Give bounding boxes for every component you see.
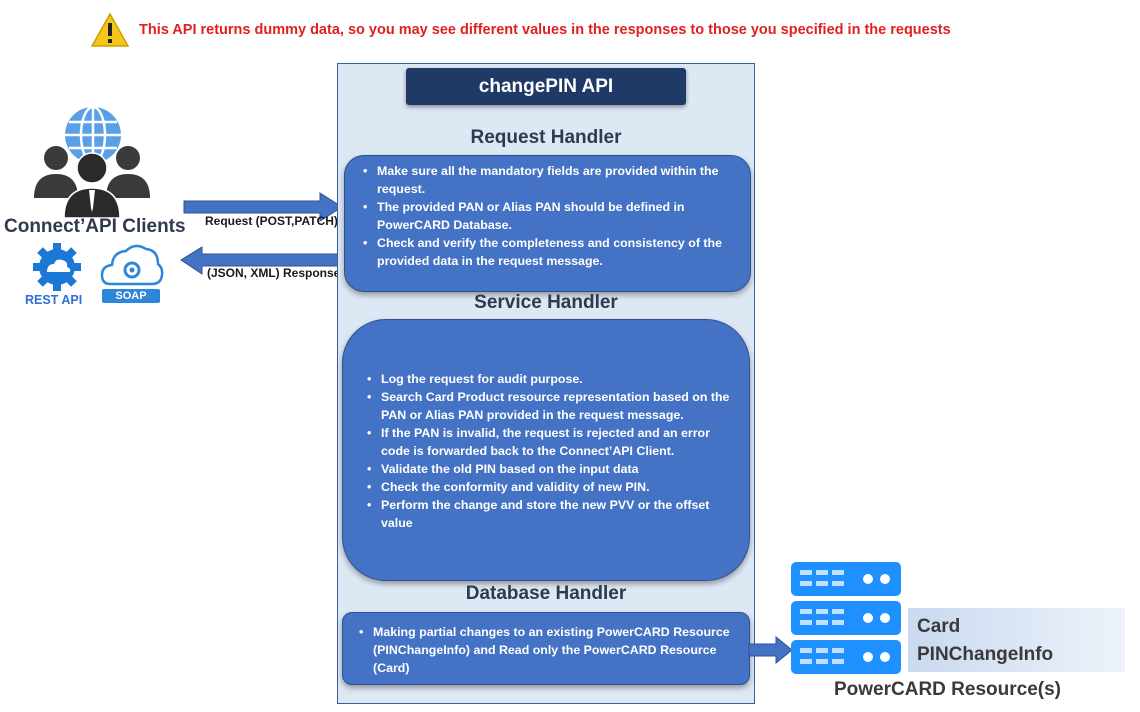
list-item: Check the conformity and validity of new… <box>365 478 739 496</box>
database-handler-heading: Database Handler <box>465 583 627 604</box>
resources-caption: PowerCARD Resource(s) <box>834 679 1061 700</box>
database-handler-box: Making partial changes to an existing Po… <box>342 612 750 685</box>
list-item: Validate the old PIN based on the input … <box>365 460 739 478</box>
resource-list-panel <box>908 608 1125 672</box>
request-handler-box: Make sure all the mandatory fields are p… <box>344 155 751 292</box>
list-item: Log the request for audit purpose. <box>365 370 739 388</box>
list-item: Check and verify the completeness and co… <box>361 234 740 270</box>
list-item: Search Card Product resource representat… <box>365 388 739 424</box>
response-arrow <box>180 246 341 275</box>
list-item: Making partial changes to an existing Po… <box>357 623 735 677</box>
response-arrow-label: (JSON, XML) Response <box>207 266 341 280</box>
list-item: Make sure all the mandatory fields are p… <box>361 162 740 198</box>
globe-icon <box>65 105 121 165</box>
server-rack-icon <box>791 562 901 674</box>
rest-api-gear-icon <box>33 243 81 291</box>
warning-message: This API returns dummy data, so you may … <box>139 22 951 38</box>
clients-label: Connect’API Clients <box>4 216 186 237</box>
request-arrow-label: Request (POST,PATCH) <box>205 214 338 228</box>
request-handler-heading: Request Handler <box>470 127 622 148</box>
resource-item-pinchangeinfo: PINChangeInfo <box>917 644 1054 665</box>
soap-label: SOAP <box>102 289 160 303</box>
api-title: changePIN API <box>406 68 686 105</box>
service-handler-box: Log the request for audit purpose. Searc… <box>342 319 750 581</box>
soap-cloud-icon <box>100 244 164 286</box>
request-arrow <box>183 192 343 222</box>
list-item: Perform the change and store the new PVV… <box>365 496 739 532</box>
users-icon <box>34 146 150 218</box>
warning-icon <box>90 12 130 47</box>
list-item: The provided PAN or Alias PAN should be … <box>361 198 740 234</box>
resource-item-card: Card <box>917 616 961 637</box>
database-arrow <box>748 636 793 664</box>
service-handler-heading: Service Handler <box>474 292 618 313</box>
list-item: If the PAN is invalid, the request is re… <box>365 424 739 460</box>
rest-api-label: REST API <box>25 293 83 307</box>
